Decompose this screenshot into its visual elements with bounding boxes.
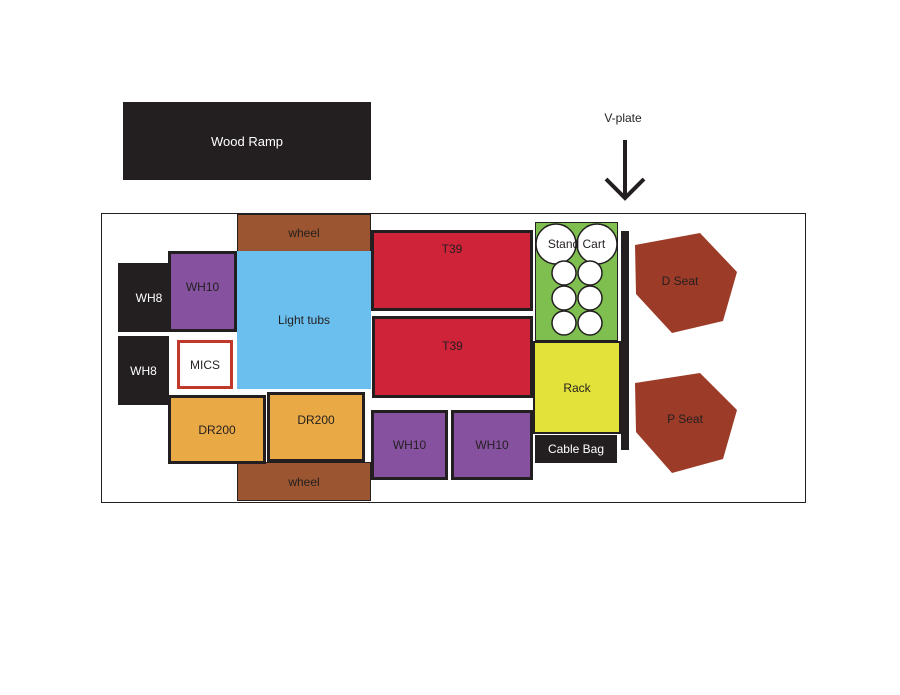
mics-case: MICS	[177, 340, 233, 389]
wh8-case-bottom: WH8	[118, 336, 169, 405]
d-seat: D Seat	[661, 274, 699, 288]
wheel-well-top: wheel	[237, 214, 371, 252]
d-seat-shape	[635, 233, 737, 333]
wood-ramp: Wood Ramp	[123, 102, 371, 180]
rack: Rack	[533, 341, 621, 434]
down-arrow-icon	[604, 140, 646, 201]
p-seat-shape	[635, 373, 737, 473]
p-seat: P Seat	[667, 412, 703, 426]
van-outline	[101, 213, 806, 503]
t39-case-bottom: T39	[372, 316, 533, 398]
dr200-case-left: DR200	[168, 395, 266, 464]
wheel-well-bottom: wheel	[237, 462, 371, 501]
stand-circle	[551, 285, 577, 311]
cable-bag: Cable Bag	[535, 435, 617, 463]
v-plate-label: V-plate	[604, 111, 642, 125]
stand-circle	[577, 310, 603, 336]
stand-circle	[551, 260, 577, 286]
wh10-case-left: WH10	[168, 251, 237, 332]
stand-circle	[577, 260, 603, 286]
stand-circle	[577, 285, 603, 311]
wh10-case-bottom-2: WH10	[451, 410, 533, 480]
dr200-case-right: DR200	[267, 392, 365, 462]
wh8-case-top: WH8	[118, 263, 170, 332]
wh10-case-bottom-1: WH10	[371, 410, 448, 480]
light-tubs: Light tubs	[237, 251, 371, 389]
t39-case-top: T39	[371, 230, 533, 311]
stand-circle	[551, 310, 577, 336]
stand-cart-label: Stand Cart	[547, 237, 606, 251]
bulkhead-bar	[621, 231, 629, 450]
